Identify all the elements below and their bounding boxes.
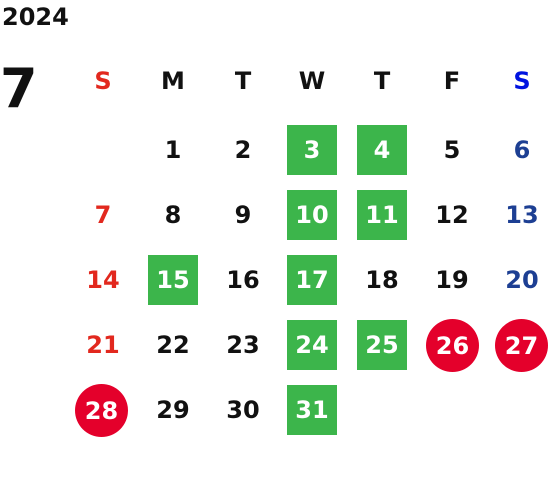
day-cell: 29 xyxy=(156,396,190,424)
day-cell: 23 xyxy=(226,331,260,359)
day-cell: 12 xyxy=(435,201,469,229)
weekday-header-tue: T xyxy=(234,67,252,95)
day-cell-highlighted: 11 xyxy=(357,190,407,240)
day-cell: 2 xyxy=(234,136,252,164)
day-cell-saturday: 20 xyxy=(505,266,539,294)
day-cell-highlighted: 4 xyxy=(357,125,407,175)
day-cell: 30 xyxy=(226,396,260,424)
day-cell-holiday: 28 xyxy=(75,384,128,437)
day-cell-highlighted: 17 xyxy=(287,255,337,305)
day-cell: 1 xyxy=(164,136,182,164)
day-cell-highlighted: 3 xyxy=(287,125,337,175)
day-cell-saturday: 6 xyxy=(513,136,531,164)
day-cell-sunday: 7 xyxy=(94,201,112,229)
day-cell: 19 xyxy=(435,266,469,294)
day-cell-saturday: 13 xyxy=(505,201,539,229)
day-cell-sunday: 21 xyxy=(86,331,120,359)
day-cell-highlighted: 15 xyxy=(148,255,198,305)
day-cell-holiday: 27 xyxy=(495,319,548,372)
day-cell-highlighted: 10 xyxy=(287,190,337,240)
day-cell: 8 xyxy=(164,201,182,229)
day-cell: 5 xyxy=(443,136,461,164)
day-cell: 9 xyxy=(234,201,252,229)
day-cell-highlighted: 24 xyxy=(287,320,337,370)
day-cell: 16 xyxy=(226,266,260,294)
day-cell-highlighted: 25 xyxy=(357,320,407,370)
day-cell: 22 xyxy=(156,331,190,359)
year-label: 2024 xyxy=(2,3,69,31)
weekday-header-sat: S xyxy=(513,67,531,95)
weekday-header-mon: M xyxy=(161,67,185,95)
weekday-header-wed: W xyxy=(298,67,326,95)
weekday-header-sun: S xyxy=(94,67,112,95)
month-label: 7 xyxy=(0,57,38,120)
weekday-header-fri: F xyxy=(443,67,461,95)
day-cell: 18 xyxy=(365,266,399,294)
weekday-header-thu: T xyxy=(373,67,391,95)
day-cell-holiday: 26 xyxy=(426,319,479,372)
day-cell-highlighted: 31 xyxy=(287,385,337,435)
day-cell-sunday: 14 xyxy=(86,266,120,294)
